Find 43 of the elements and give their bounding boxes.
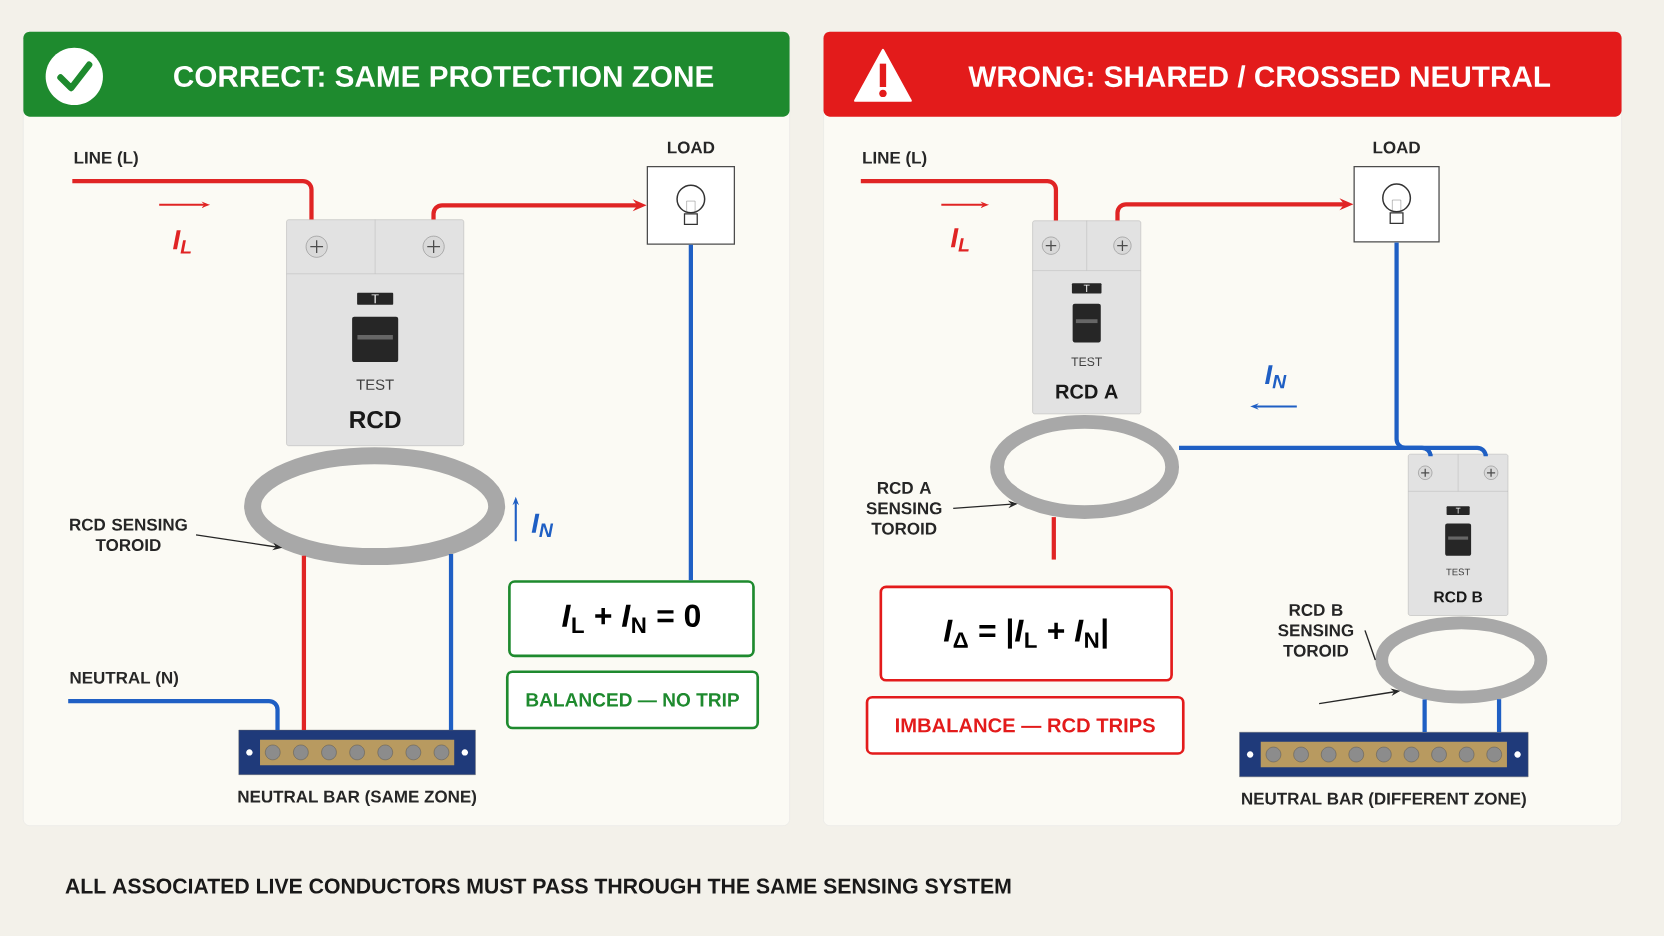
toroid-ring [1375,616,1548,704]
current-label: I$_{L}$ [950,228,969,252]
wire-label: NEUTRAL (N) [70,671,178,688]
wire [860,179,1059,221]
load-label: LOAD [1373,141,1420,154]
test-button: T [1071,283,1102,294]
wire [688,244,693,581]
device-label: RCD A [1056,384,1118,399]
device-label: RCD B [1434,591,1483,603]
test-label: TEST [1071,357,1102,367]
wire-label: LINE (L) [74,151,138,168]
toroid-ring [990,414,1180,519]
footer-note: ALL ASSOCIATED LIVE CONDUCTORS MUST PASS THROUGH THE SAME SENSING SYSTEM [65,878,1011,894]
wire-label: RCD A SENSING TOROID [866,481,942,535]
device-label: RCD [350,411,401,429]
current-label: I$_{N}$ [1265,365,1287,389]
status-box: IMBALANCE — RCD TRIPS [865,695,1185,755]
test-label: TEST [1446,568,1471,576]
wire [1496,699,1502,733]
leader-line [1364,629,1377,661]
wire-label: RCD SENSING TOROID [70,518,187,552]
wire [1422,699,1427,733]
header-banner: CORRECT: SAME PROTECTION ZONE [23,31,790,117]
wire [448,553,454,730]
test-button: T [1446,506,1470,516]
formula-box: I$_{L}$ + I$_{N}$ = 0 [508,580,755,658]
status-box: BALANCED — NO TRIP [505,670,760,730]
wire [1394,242,1488,459]
wire [68,699,280,730]
load-label: LOAD [667,141,715,154]
wire [301,555,307,730]
wire [72,179,314,220]
wire [1179,445,1433,459]
toroid-ring [244,447,506,566]
current-label: I$_{L}$ [173,230,191,254]
current-label: I$_{N}$ [531,513,554,537]
formula-box: I$_{Δ}$ = |I$_{L}$ + I$_{N}$| [879,585,1173,682]
wire-label: LINE (L) [863,151,927,168]
header-banner: WRONG: SHARED / CROSSED NEUTRAL [823,31,1622,117]
test-label: TEST [356,379,394,390]
wire-label: RCD B SENSING TOROID [1278,604,1354,657]
bar-label: NEUTRAL BAR (DIFFERENT ZONE) [1242,792,1526,809]
bar-label: NEUTRAL BAR (SAME ZONE) [238,790,477,806]
